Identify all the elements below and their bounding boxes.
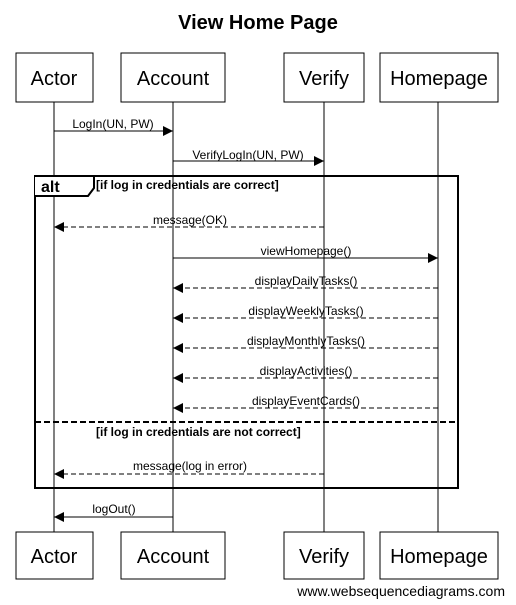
participant-label-homepage-bottom: Homepage [390, 546, 488, 568]
messages: LogIn(UN, PW) VerifyLogIn(UN, PW) messag… [54, 117, 438, 522]
participant-label-account-bottom: Account [137, 546, 210, 568]
participant-box-verify-bottom [283, 531, 365, 580]
alt-fragment: alt [if log in credentials are correct] … [34, 175, 459, 489]
alt-condition-1: [if log in credentials are correct] [96, 178, 279, 192]
participant-box-account-bottom [120, 531, 226, 580]
message-label-verifylogin: VerifyLogIn(UN, PW) [192, 148, 303, 162]
participant-label-verify-bottom: Verify [299, 546, 349, 568]
message-label-viewhomepage: viewHomepage() [261, 244, 352, 258]
message-label-login: LogIn(UN, PW) [72, 117, 153, 131]
message-label-activities: displayActivities() [260, 364, 353, 378]
participant-box-account [120, 52, 226, 103]
message-label-eventcards: displayEventCards() [252, 394, 360, 408]
participant-box-verify [283, 52, 365, 103]
alt-condition-2: [if log in credentials are not correct] [96, 425, 301, 439]
alt-tag-label: alt [41, 179, 60, 196]
participant-label-actor: Actor [31, 68, 78, 90]
message-label-ok: message(OK) [153, 213, 227, 227]
message-label-logout: logOut() [92, 502, 135, 516]
participant-box-homepage [379, 52, 499, 103]
alt-frame [34, 175, 459, 489]
message-label-loginerror: message(log in error) [133, 459, 247, 473]
watermark-footer: www.websequencediagrams.com [296, 583, 505, 599]
diagram-title: View Home Page [178, 12, 338, 34]
participant-box-actor [15, 52, 94, 103]
participant-label-account: Account [137, 68, 210, 90]
message-label-dailytasks: displayDailyTasks() [255, 274, 358, 288]
participant-label-verify: Verify [299, 68, 349, 90]
participants-top: Actor Account Verify Homepage [15, 52, 499, 103]
lifelines [53, 102, 439, 532]
participants-bottom: Actor Account Verify Homepage [15, 531, 499, 580]
message-label-monthlytasks: displayMonthlyTasks() [247, 334, 365, 348]
participant-box-homepage-bottom [379, 531, 499, 580]
participant-label-homepage: Homepage [390, 68, 488, 90]
alt-tag-box [35, 175, 95, 197]
participant-label-actor-bottom: Actor [31, 546, 78, 568]
message-label-weeklytasks: displayWeeklyTasks() [248, 304, 363, 318]
participant-box-actor-bottom [15, 531, 94, 580]
